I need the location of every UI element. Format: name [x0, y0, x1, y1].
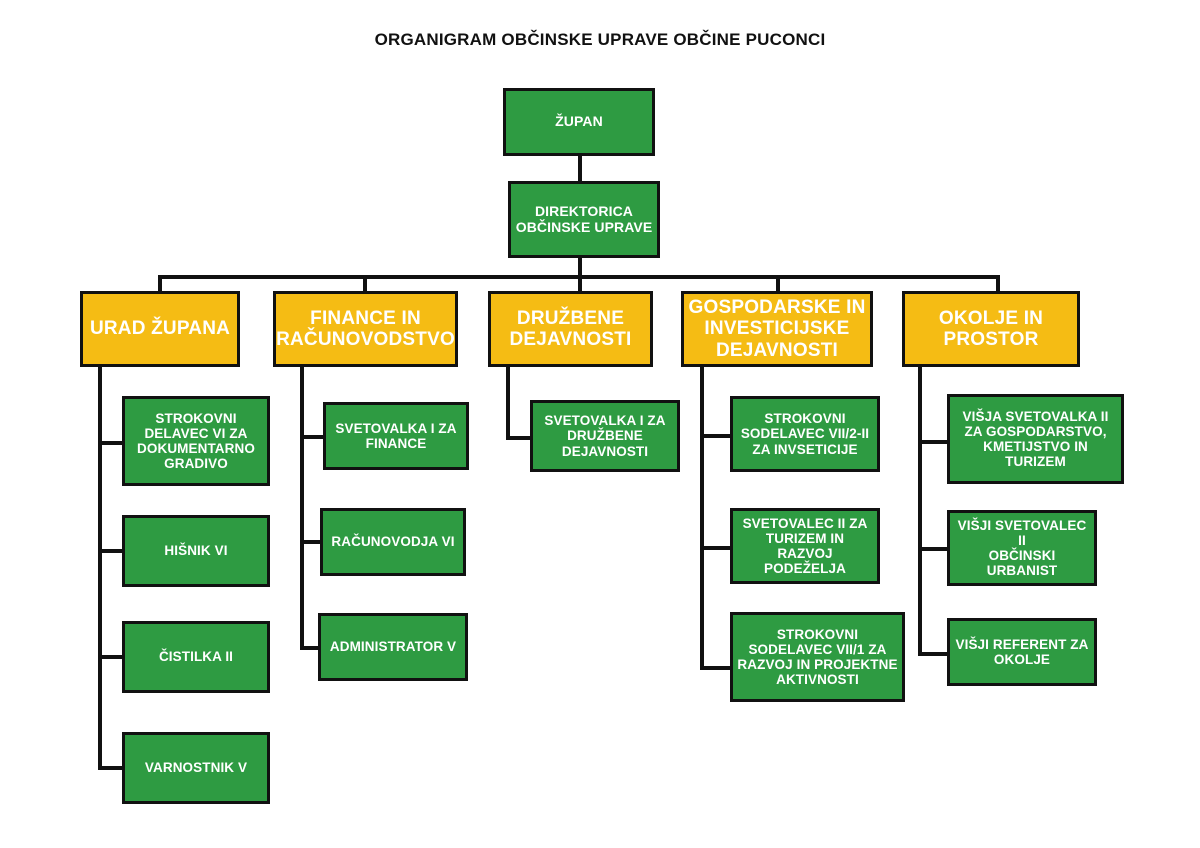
node-okolje-prostor[interactable]: OKOLJE IN PROSTOR — [902, 291, 1080, 367]
connector-stub-urad-2 — [98, 549, 124, 553]
connector-drop-okolje — [996, 275, 1000, 292]
connector-stub-fin-2 — [300, 540, 325, 544]
node-svetovalec-ii-turizem[interactable]: SVETOVALEC II ZA TURIZEM IN RAZVOJ PODEŽ… — [730, 508, 880, 584]
connector-spine-okolje — [918, 366, 922, 656]
node-svetovalka-i-druzbene[interactable]: SVETOVALKA I ZA DRUŽBENE DEJAVNOSTI — [530, 400, 680, 472]
connector-stub-gosp-1 — [700, 434, 732, 438]
connector-stub-gosp-2 — [700, 546, 732, 550]
connector-spine-gospodarske — [700, 366, 704, 670]
connector-stub-urad-4 — [98, 766, 124, 770]
node-visja-svetovalka-ii[interactable]: VIŠJA SVETOVALKA II ZA GOSPODARSTVO, KME… — [947, 394, 1124, 484]
connector-spine-druzbene — [506, 366, 510, 440]
node-administrator-v[interactable]: ADMINISTRATOR V — [318, 613, 468, 681]
node-racunovodja-vi[interactable]: RAČUNOVODJA VI — [320, 508, 466, 576]
connector-stub-urad-3 — [98, 655, 124, 659]
connector-drop-urad — [158, 275, 162, 292]
connector-direktorica-drop — [578, 257, 582, 279]
connector-drop-gospodarske — [776, 275, 780, 292]
node-urad-zupana[interactable]: URAD ŽUPANA — [80, 291, 240, 367]
node-svetovalka-i-finance[interactable]: SVETOVALKA I ZA FINANCE — [323, 402, 469, 470]
page-title: ORGANIGRAM OBČINSKE UPRAVE OBČINE PUCONC… — [374, 30, 826, 49]
connector-stub-fin-1 — [300, 435, 325, 439]
connector-stub-okol-1 — [918, 440, 949, 444]
connector-drop-druzbene — [578, 275, 582, 292]
connector-spine-finance — [300, 366, 304, 650]
node-cistilka-ii[interactable]: ČISTILKA II — [122, 621, 270, 693]
connector-spine-urad — [98, 366, 102, 770]
node-direktorica[interactable]: DIREKTORICA OBČINSKE UPRAVE — [508, 181, 660, 258]
node-strokovni-delavec-vi[interactable]: STROKOVNI DELAVEC VI ZA DOKUMENTARNO GRA… — [122, 396, 270, 486]
node-varnostnik-v[interactable]: VARNOSTNIK V — [122, 732, 270, 804]
connector-stub-fin-3 — [300, 646, 325, 650]
node-strokovni-sodelavec-vii-1[interactable]: STROKOVNI SODELAVEC VII/1 ZA RAZVOJ IN P… — [730, 612, 905, 702]
node-finance-racunovodstvo[interactable]: FINANCE IN RAČUNOVODSTVO — [273, 291, 458, 367]
node-gospodarske-investicijske[interactable]: GOSPODARSKE IN INVESTICIJSKE DEJAVNOSTI — [681, 291, 873, 367]
connector-drop-finance — [363, 275, 367, 292]
connector-stub-okol-3 — [918, 652, 949, 656]
node-hisnik-vi[interactable]: HIŠNIK VI — [122, 515, 270, 587]
connector-stub-gosp-3 — [700, 666, 732, 670]
node-zupan[interactable]: ŽUPAN — [503, 88, 655, 156]
node-druzbene-dejavnosti[interactable]: DRUŽBENE DEJAVNOSTI — [488, 291, 653, 367]
connector-stub-okol-2 — [918, 547, 949, 551]
connector-stub-urad-1 — [98, 441, 124, 445]
node-visji-svetovalec-ii-urbanist[interactable]: VIŠJI SVETOVALEC II OBČINSKI URBANIST — [947, 510, 1097, 586]
node-visji-referent-okolje[interactable]: VIŠJI REFERENT ZA OKOLJE — [947, 618, 1097, 686]
node-strokovni-sodelavec-vii-2-ii[interactable]: STROKOVNI SODELAVEC VII/2-II ZA INVSETIC… — [730, 396, 880, 472]
connector-zupan-direktorica — [578, 155, 582, 182]
connector-stub-druz-1 — [506, 436, 532, 440]
